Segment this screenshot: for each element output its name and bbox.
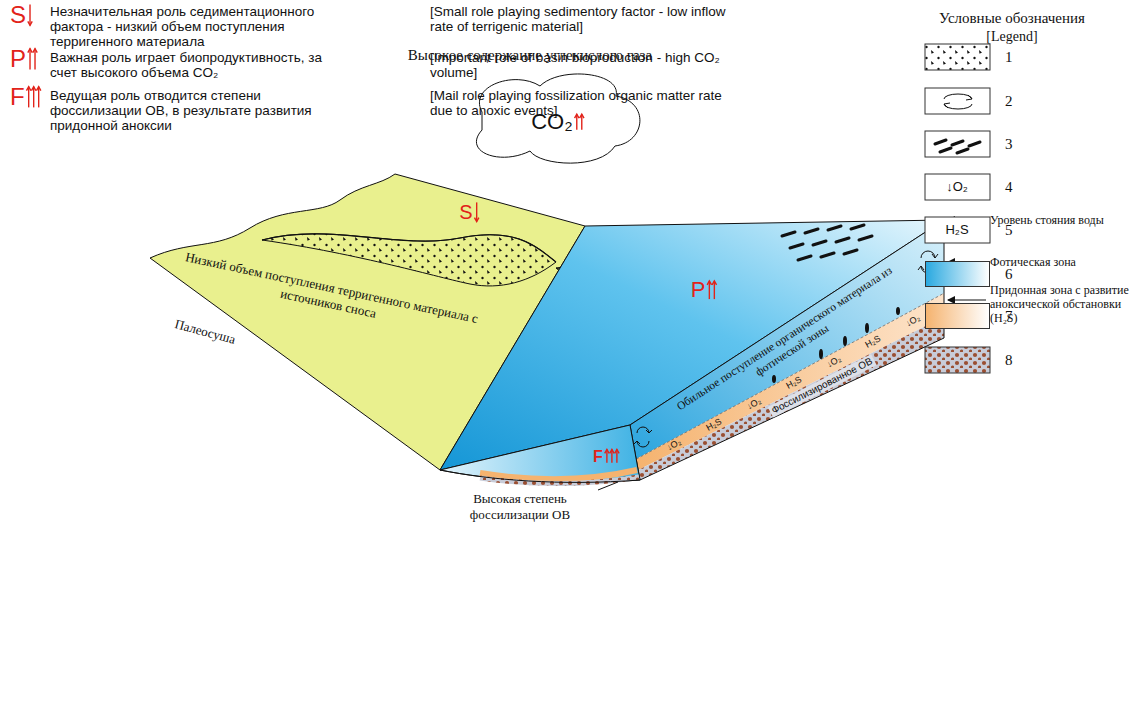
legend-heading-en: [Legend] <box>986 28 1037 45</box>
legend-swatch <box>925 261 990 287</box>
factor-arrow-head <box>33 49 37 53</box>
factor-note-en: [Small role playing sedimentory factor -… <box>430 4 730 34</box>
factor-letter: S <box>10 2 26 28</box>
factor-arrow-head <box>707 281 711 285</box>
band-label: ↓O₂ <box>904 313 922 330</box>
factor-arrow-head <box>28 49 32 53</box>
atmosphere-note: Высокое содержание углекислого газа <box>408 46 652 64</box>
legend-sample-text: H₂S <box>945 222 968 238</box>
factor-note-en: [Mail role playing fossilization organic… <box>430 88 730 118</box>
factor-arrow-head <box>615 449 619 453</box>
legend-number: 8 <box>1005 352 1013 369</box>
factor-arrow <box>709 281 710 299</box>
band-label: H₂S <box>863 333 882 350</box>
legend-number: 4 <box>1005 179 1013 196</box>
legend-heading: Условные обозначения <box>939 9 1085 27</box>
factor-arrow-head <box>712 281 716 285</box>
factor-letter: F <box>593 447 603 466</box>
factor-arrow <box>476 202 477 221</box>
factor-arrow <box>29 5 30 26</box>
factor-arrow-head <box>580 114 584 118</box>
fossilization-note: Высокая степень фоссилизации ОВ <box>445 491 595 523</box>
legend-number: 7 <box>1005 308 1013 325</box>
factor-arrow-head <box>36 87 40 91</box>
legend-number: 2 <box>1005 93 1013 110</box>
factor-letter: P <box>10 46 26 72</box>
factor-arrow-head <box>610 449 614 453</box>
band-label: ↓O₂ <box>825 354 843 371</box>
co2-formula: CO₂ <box>531 109 573 135</box>
legend-number: 3 <box>1005 136 1013 153</box>
factor-arrow-head <box>575 114 579 118</box>
factor-arrow <box>29 49 30 70</box>
factor-arrow-head <box>28 21 32 25</box>
factor-arrow-head <box>474 218 478 222</box>
zone-label: Фотическая зона <box>990 255 1076 269</box>
factor-letter: F <box>10 84 25 110</box>
factor-arrow-head <box>26 87 30 91</box>
factor-arrow <box>714 281 715 299</box>
legend-number: 5 <box>1005 222 1013 239</box>
band-label: ↓O₂ <box>665 437 683 454</box>
band-label: ↓O₂ <box>745 396 763 413</box>
factor-arrow <box>34 49 35 70</box>
legend-sample-text: ↓O₂ <box>946 179 968 195</box>
legend-swatch <box>925 303 990 329</box>
factor-arrow <box>28 87 29 108</box>
legend-number: 1 <box>1005 49 1013 66</box>
land-label: Палеосуша <box>173 316 237 348</box>
factor-note: Важная роль играет биопродуктивность, за… <box>50 50 350 80</box>
factor-letter: S <box>459 200 472 224</box>
factor-note: Незначительная роль седиментационного фа… <box>50 4 350 49</box>
factor-arrow-head <box>605 449 609 453</box>
factor-arrow <box>38 87 39 108</box>
factor-arrow-head <box>31 87 35 91</box>
band-label: H₂S <box>704 416 723 433</box>
factor-note: Ведущая роль отводится степени фоссилиза… <box>50 88 350 133</box>
factor-arrow <box>33 87 34 108</box>
fossil-band-label: Фоссилизированное ОВ <box>768 354 876 417</box>
legend-number: 6 <box>1005 266 1013 283</box>
factor-letter: P <box>691 277 706 303</box>
